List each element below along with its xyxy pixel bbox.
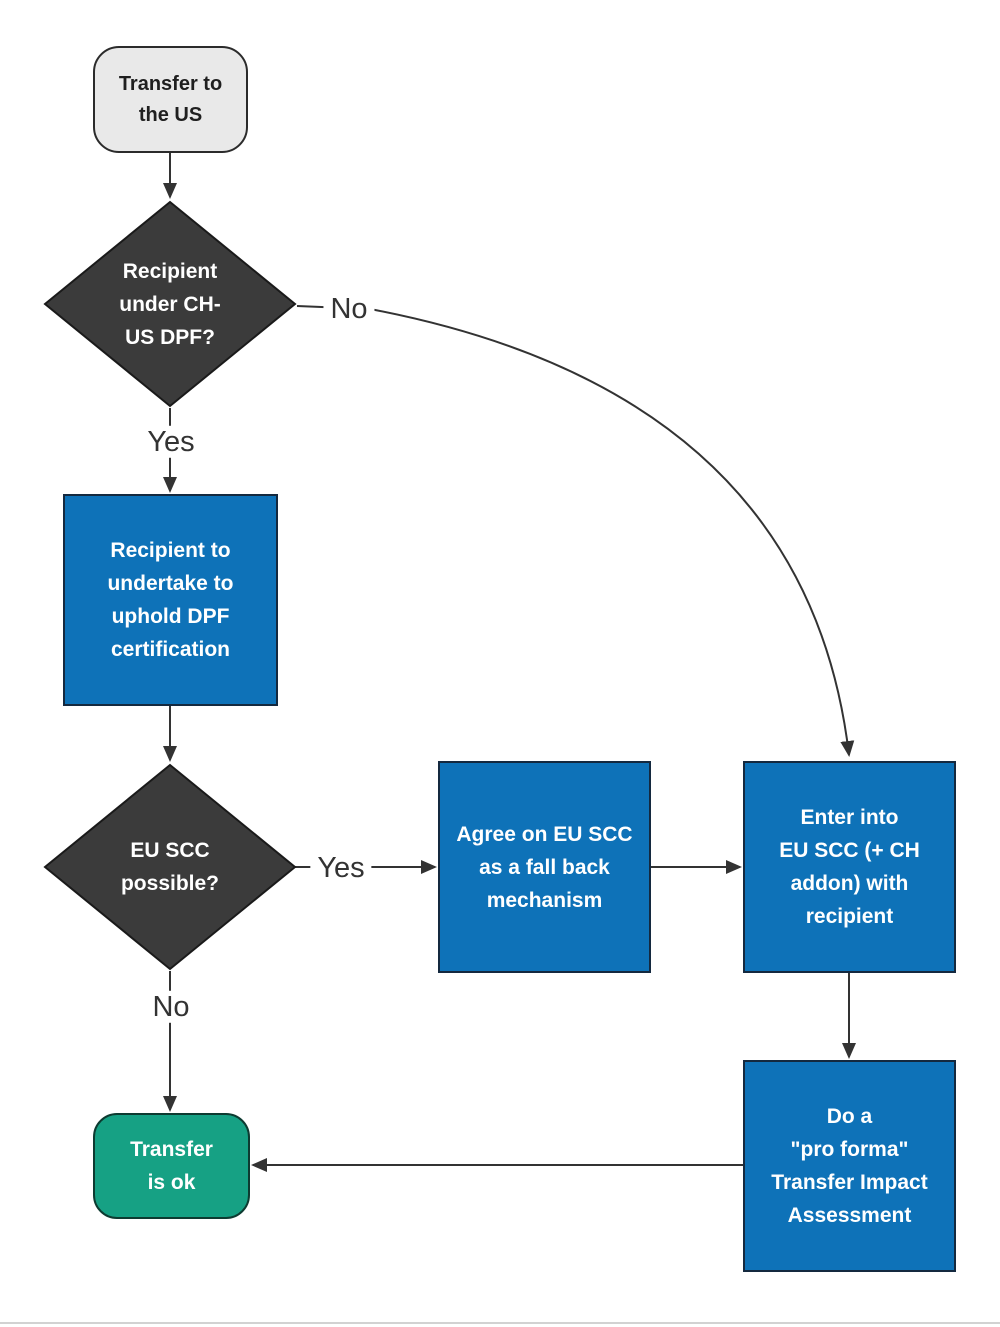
node-agree-eu-scc-fallback: Agree on EU SCC as a fall back mechanism [438,761,651,973]
edge-label-dpf-no: No [323,292,375,326]
diamond-shape [43,200,297,408]
node-enter-eu-scc-ch-addon: Enter into EU SCC (+ CH addon) with reci… [743,761,956,973]
node-transfer-is-ok: Transfer is ok [93,1113,250,1219]
node-recipient-under-dpf-label: Recipient under CH- US DPF? [119,259,221,349]
node-pro-forma-tia: Do a "pro forma" Transfer Impact Assessm… [743,1060,956,1272]
node-undertake-dpf-label: Recipient to undertake to uphold DPF cer… [107,539,234,661]
node-transfer-to-us: Transfer to the US [93,46,248,153]
node-agree-eu-scc-label: Agree on EU SCC as a fall back mechanism [456,822,633,912]
node-eu-scc-possible-label: EU SCC possible? [120,839,220,895]
page-bottom-divider [0,1322,1000,1324]
diamond-shape [43,763,297,971]
node-undertake-dpf-certification: Recipient to undertake to uphold DPF cer… [63,494,278,706]
node-enter-eu-scc-label: Enter into EU SCC (+ CH addon) with reci… [779,806,920,928]
node-eu-scc-possible-decision: EU SCC possible? [43,763,297,971]
edge-label-dpf-yes: Yes [140,425,202,459]
node-pro-forma-tia-label: Do a "pro forma" Transfer Impact Assessm… [771,1105,928,1227]
edge-label-scc-yes: Yes [310,851,372,885]
node-transfer-to-us-label: Transfer to the US [118,72,223,126]
edge-label-scc-no: No [145,990,197,1024]
node-recipient-under-dpf-decision: Recipient under CH- US DPF? [43,200,297,408]
node-transfer-is-ok-label: Transfer is ok [130,1138,213,1194]
edge-dpf-no-to-enter-scc [296,305,855,757]
